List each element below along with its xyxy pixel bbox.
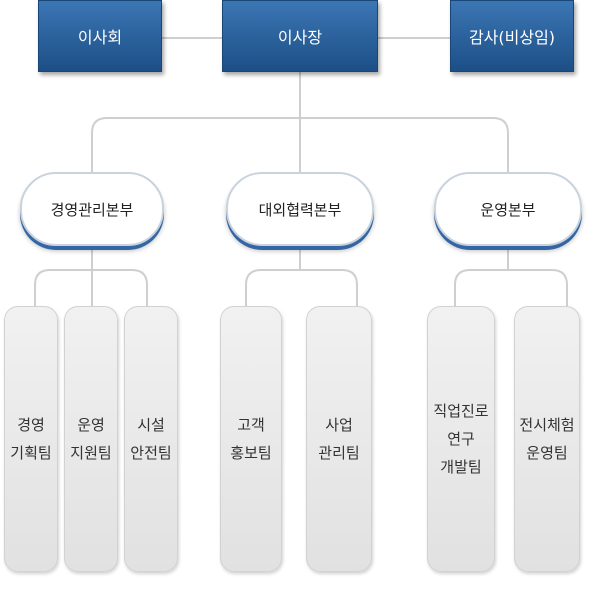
board-box: 이사회 <box>38 0 162 72</box>
team-business-mgmt: 사업 관리팀 <box>306 306 372 572</box>
team-career-rnd: 직업진로 연구 개발팀 <box>427 306 495 572</box>
connector-operations-teams <box>454 246 568 306</box>
team-ops-support: 운영 지원팀 <box>64 306 118 572</box>
team-facility-safety: 시설 안전팀 <box>124 306 178 572</box>
division-external: 대외협력본부 <box>226 172 374 246</box>
auditor-box: 감사(비상임) <box>450 0 574 72</box>
team-exhibit-ops: 전시체험 운영팀 <box>514 306 580 572</box>
connector-management-teams <box>34 246 148 306</box>
chairman-box: 이사장 <box>222 0 378 72</box>
connector-external-teams <box>245 246 358 306</box>
connector-chairman-divisions <box>91 72 509 172</box>
team-customer-pr: 고객 홍보팀 <box>220 306 282 572</box>
division-management: 경영관리본부 <box>20 172 164 246</box>
team-planning: 경영 기획팀 <box>4 306 58 572</box>
division-operations: 운영본부 <box>434 172 582 246</box>
